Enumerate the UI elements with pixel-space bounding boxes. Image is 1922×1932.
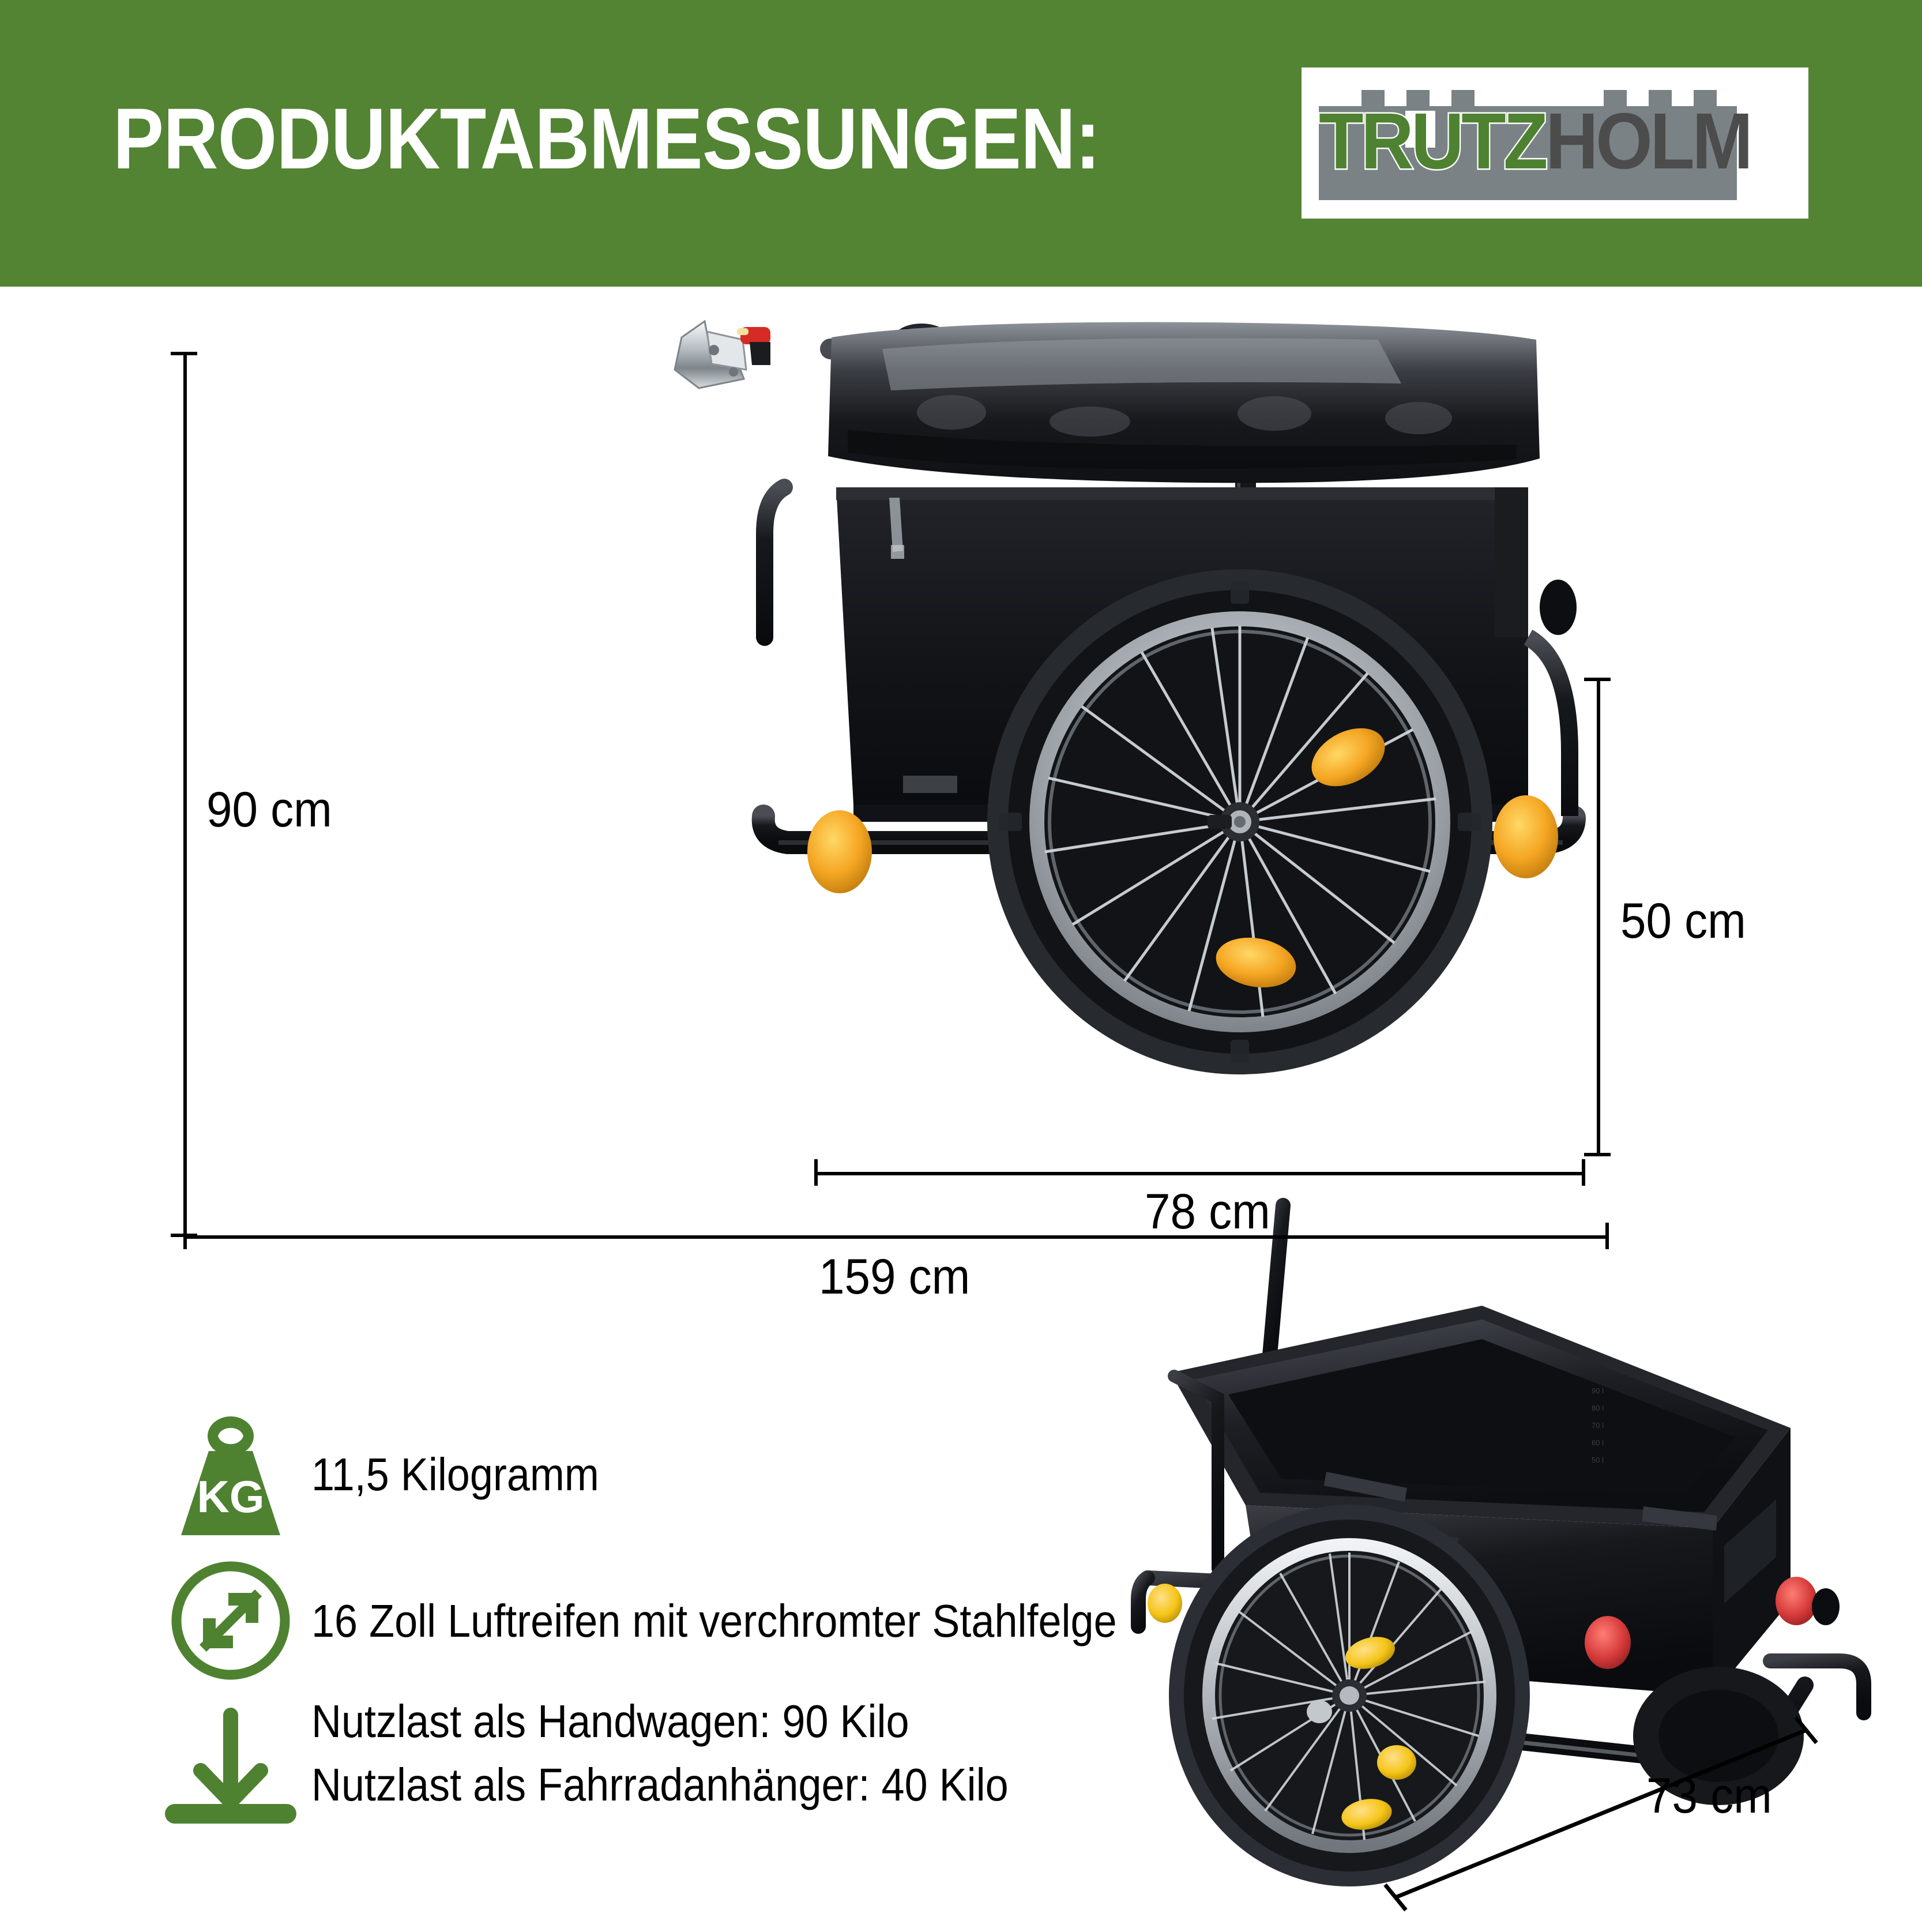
rain-cover xyxy=(828,322,1540,483)
dimension-tick-top-90 xyxy=(171,352,197,355)
product-photo-rear-view: 90 l 80 l 70 l 60 l 50 l xyxy=(1131,1198,1871,1886)
svg-text:90 l: 90 l xyxy=(1592,1386,1604,1395)
rear-reflector-right xyxy=(1776,1577,1817,1625)
dimension-label-box-width: 73 cm xyxy=(1646,1768,1772,1824)
spoked-wheel-far xyxy=(1633,1667,1804,1805)
dimension-label-height-total: 90 cm xyxy=(206,782,332,837)
dimension-line-total-length xyxy=(183,1235,1609,1239)
castle-icon xyxy=(1319,90,1737,200)
frame-reflector-right xyxy=(1494,795,1558,878)
feature-load-text-line1: Nutzlast als Handwagen: 90 Kilo xyxy=(311,1696,909,1747)
dimension-label-box-length: 78 cm xyxy=(1145,1184,1270,1239)
feature-weight-text: 11,5 Kilogramm xyxy=(311,1449,599,1500)
weight-kg-icon: KG xyxy=(181,1416,280,1535)
dimension-tick-right-159 xyxy=(1605,1223,1609,1249)
product-photo-side-view xyxy=(674,320,1586,1074)
logo-word-holm: HOLM xyxy=(1545,97,1753,186)
dimension-line-box-height xyxy=(1597,678,1600,1156)
tow-bar-stub xyxy=(1262,1198,1291,1363)
dimension-line-height-total xyxy=(183,352,187,1237)
feature-tire: 16 Zoll Luftreifen mit verchromter Stahl… xyxy=(167,1557,1205,1701)
wheel-reflector-upper-rear xyxy=(1345,1637,1395,1669)
svg-text:50 l: 50 l xyxy=(1592,1456,1604,1464)
load-capacity-icon xyxy=(165,1708,296,1824)
dimension-line-box-width xyxy=(1383,1716,1818,1912)
side-reflector-front xyxy=(1377,1745,1416,1780)
svg-text:70 l: 70 l xyxy=(1592,1421,1604,1430)
dimension-tick-bottom-50 xyxy=(1584,1153,1611,1156)
logo-word-trutz: TRUTZ xyxy=(1318,97,1549,186)
tire-diameter-icon xyxy=(171,1561,290,1680)
side-knob-rear xyxy=(1812,1588,1840,1625)
page-title: PRODUKTABMESSUNGEN: xyxy=(113,90,1100,187)
rear-reflector-left xyxy=(1585,1616,1631,1669)
dimension-tick-left-159 xyxy=(183,1223,187,1249)
dimension-label-box-height: 50 cm xyxy=(1620,893,1746,949)
wheel-reflector-lower-rear xyxy=(1341,1799,1392,1830)
wheel-reflector-lower xyxy=(1216,937,1296,988)
hitch-coupler xyxy=(674,320,770,389)
dimension-label-total-length: 159 cm xyxy=(819,1249,971,1305)
feature-weight: KG 11,5 Kilogramm xyxy=(167,1413,1205,1557)
feature-list: KG 11,5 Kilogramm 16 Zoll Luftreifen mit… xyxy=(165,1413,1205,1845)
dimension-tick-right-78 xyxy=(1582,1159,1585,1186)
brand-logo: TRUTZHOLM xyxy=(1302,67,1808,219)
wheel-reflector-upper xyxy=(1311,728,1385,787)
dimension-line-box-length xyxy=(814,1172,1585,1175)
side-reflector-left xyxy=(1148,1584,1182,1623)
dimension-tick-left-78 xyxy=(814,1159,818,1186)
feature-load: Nutzlast als Handwagen: 90 Kilo Nutzlast… xyxy=(165,1696,1205,1845)
weight-icon-label: KG xyxy=(197,1471,265,1522)
frame-reflector-left xyxy=(807,810,872,893)
dimension-tick-top-50 xyxy=(1584,678,1611,681)
side-knob xyxy=(1540,580,1577,635)
spoked-wheel xyxy=(987,569,1492,1074)
feature-load-text-line2: Nutzlast als Fahrradanhänger: 40 Kilo xyxy=(311,1759,1009,1810)
svg-text:60 l: 60 l xyxy=(1592,1438,1604,1447)
spoked-wheel-near xyxy=(1169,1505,1530,1886)
feature-tire-text: 16 Zoll Luftreifen mit verchromter Stahl… xyxy=(311,1595,1117,1647)
logo-wordmark: TRUTZHOLM xyxy=(1318,100,1775,183)
svg-text:80 l: 80 l xyxy=(1592,1404,1604,1412)
